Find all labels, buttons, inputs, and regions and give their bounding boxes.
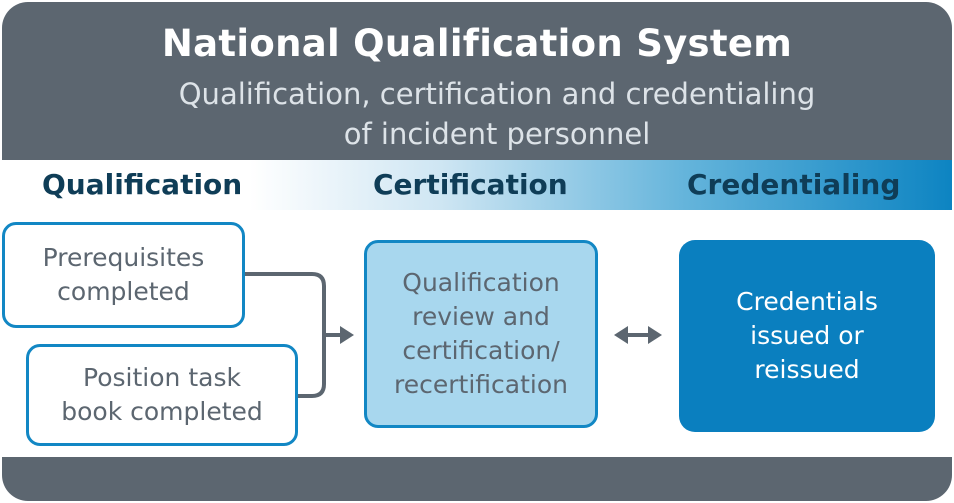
diagram-subtitle: Qualification, certification and credent… [152,74,842,154]
subtitle-line-2: of incident personnel [343,117,651,151]
task-book-box: Position task book completed [26,344,298,446]
credentials-line-3: reissued [754,355,860,384]
task-book-line-1: Position task [83,363,241,392]
diagram-title: National Qualification System [161,22,793,65]
right-arrow-icon [340,326,354,344]
review-line-4: recertification [394,370,568,399]
review-line-2: review and [412,302,550,331]
subtitle-line-1: Qualification, certification and credent… [178,77,816,111]
credentials-line-1: Credentials [736,287,878,316]
credentials-box: Credentials issued or reissued [679,240,935,432]
stage-label-certification: Certification [373,168,568,201]
review-line-1: Qualification [402,268,560,297]
task-book-line-2: book completed [61,397,263,426]
double-headed-arrow-icon [614,326,662,344]
credentials-line-2: issued or [750,321,864,350]
prerequisites-line-2: completed [57,277,190,306]
prerequisites-line-1: Prerequisites [42,243,205,272]
review-line-3: certification/ [402,336,560,365]
stage-band [2,160,952,210]
prerequisites-box: Prerequisites completed [2,222,245,328]
review-box: Qualification review and certification/ … [364,240,598,428]
stage-label-qualification: Qualification [42,168,243,201]
stage-label-credentialing: Credentialing [687,168,901,201]
